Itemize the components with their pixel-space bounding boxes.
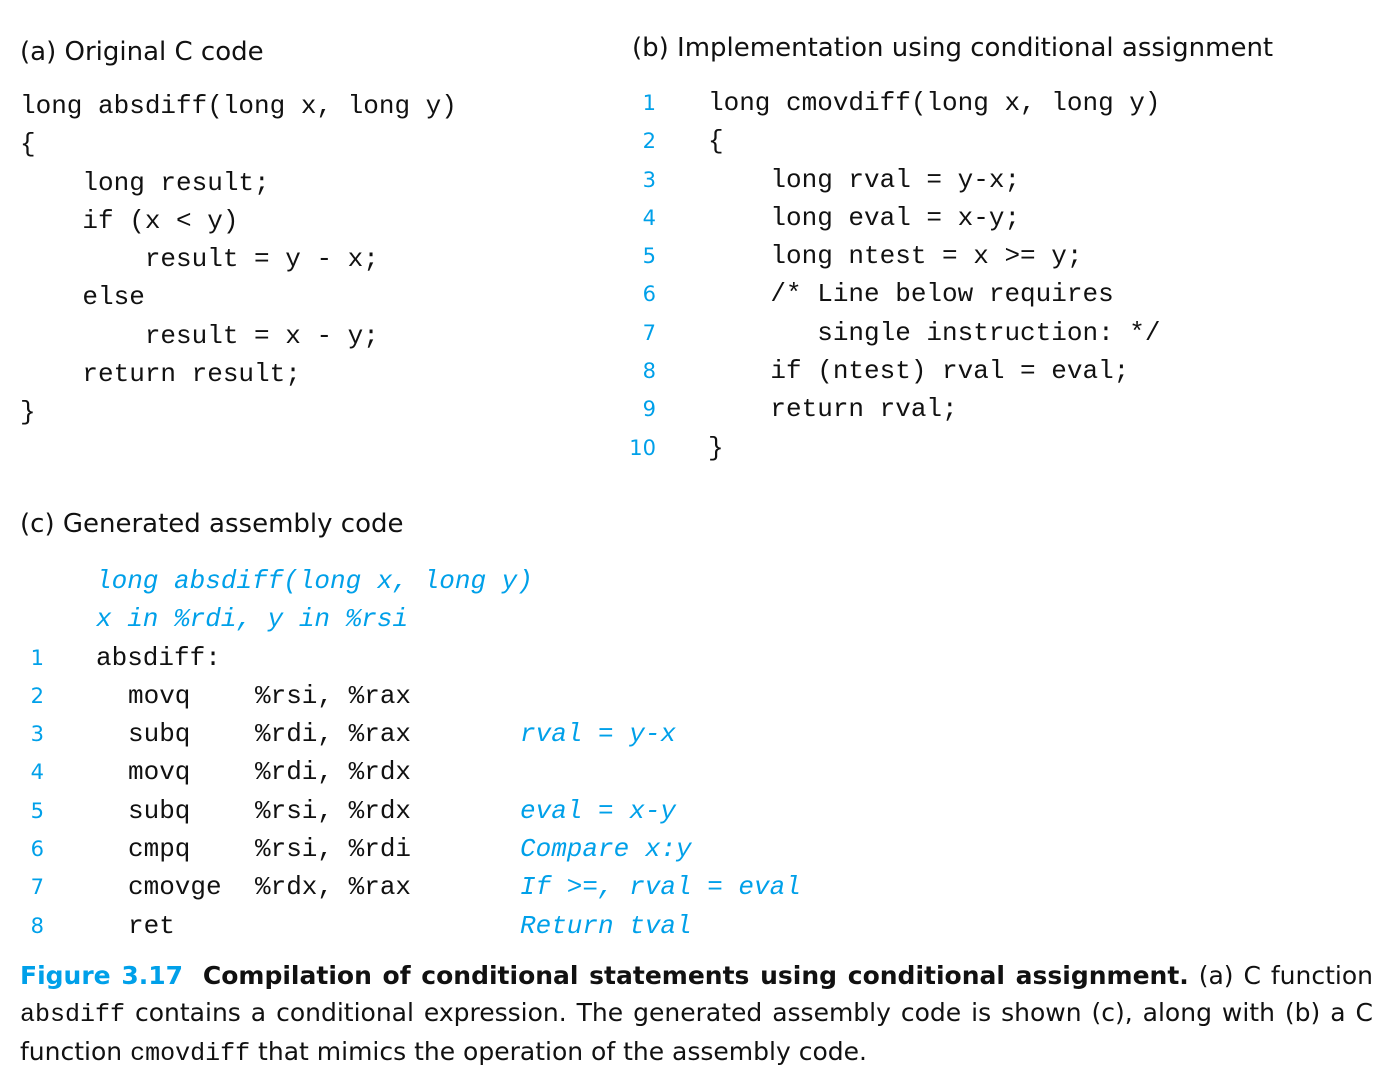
asm-comment: eval = x-y [520, 795, 677, 826]
code-text: single instruction: */ [708, 317, 1161, 348]
indent [96, 753, 128, 791]
figure-caption: Figure 3.17 Compilation of conditional s… [20, 957, 1373, 1072]
code-line: long absdiff(long x, long y) [20, 91, 457, 121]
caption-code: cmovdiff [130, 1039, 251, 1068]
asm-opcode: subq [128, 795, 191, 826]
asm-operands: %rdx, %rax [255, 872, 412, 903]
code-line: 3 long rval = y-x; [620, 161, 1160, 199]
code-line: 4 long eval = x-y; [620, 199, 1160, 237]
line-number: 8 [642, 359, 656, 384]
indent [96, 677, 128, 715]
asm-label: absdiff: [96, 642, 221, 673]
line-number: 6 [642, 282, 656, 307]
line-number: 4 [30, 760, 44, 785]
asm-operands: %rsi, %rax [255, 680, 412, 711]
indent [96, 715, 128, 753]
code-line: result = x - y; [20, 320, 379, 351]
line-number: 3 [30, 722, 44, 747]
asm-comment: Compare x:y [520, 834, 692, 865]
code-line: if (x < y) [20, 205, 239, 236]
code-line: } [20, 397, 36, 428]
asm-opcode: subq [128, 719, 191, 750]
line-number: 7 [30, 875, 44, 900]
code-line: 5 long ntest = x >= y; [620, 237, 1160, 275]
panel-a-code: long absdiff(long x, long y) { long resul… [20, 87, 457, 432]
asm-operands [255, 907, 520, 945]
asm-operands: %rsi, %rdx [255, 795, 412, 826]
figure-number: Figure 3.17 [20, 961, 184, 990]
asm-comment: If >=, rval = eval [520, 872, 801, 903]
indent [96, 830, 128, 868]
code-line: 10} [620, 429, 1160, 467]
caption-text: contains a conditional expression. The g… [20, 998, 1373, 1066]
asm-line: 5 subq %rsi, %rdx eval = x-y [20, 792, 801, 830]
indent [96, 907, 128, 945]
indent [96, 868, 128, 906]
asm-opcode: cmpq [128, 834, 191, 865]
asm-line: 6 cmpq %rsi, %rdi Compare x:y [20, 830, 801, 868]
caption-text: that mimics the operation of the assembl… [250, 1037, 867, 1066]
line-number: 9 [642, 397, 656, 422]
panel-b-heading: (b) Implementation using conditional ass… [632, 33, 1274, 63]
line-number: 3 [642, 167, 656, 192]
line-number: 1 [30, 645, 44, 670]
code-line: { [20, 129, 36, 160]
asm-comment: rval = y-x [520, 719, 677, 750]
asm-line: 2 movq %rsi, %rax [20, 677, 801, 715]
annotation: x in %rdi, y in %rsi [96, 604, 409, 635]
asm-opcode: movq [128, 757, 191, 788]
line-number: 7 [642, 320, 656, 345]
caption-code: absdiff [20, 1000, 126, 1029]
code-text: { [708, 126, 724, 157]
line-number: 1 [642, 91, 656, 115]
panel-c-assembly: long absdiff(long x, long y) x in %rdi, … [20, 562, 801, 945]
code-text: long rval = y-x; [708, 164, 1021, 195]
line-number: 10 [629, 435, 656, 460]
code-line: else [20, 282, 145, 313]
code-text: long cmovdiff(long x, long y) [708, 88, 1161, 118]
line-number: 8 [30, 913, 44, 938]
asm-line: 8 ret Return tval [20, 907, 801, 945]
code-line: 1 long cmovdiff(long x, long y) [620, 84, 1161, 122]
annotation: long absdiff(long x, long y) [96, 566, 533, 596]
asm-operands: %rdi, %rdx [255, 757, 412, 788]
code-line: long result; [20, 167, 270, 198]
indent [96, 792, 128, 830]
asm-line: 3 subq %rdi, %rax rval = y-x [20, 715, 801, 753]
code-line: result = y - x; [20, 244, 379, 275]
line-number: 5 [30, 798, 44, 823]
caption-text: (a) C function [1188, 961, 1373, 990]
line-number: 4 [642, 205, 656, 230]
code-text: /* Line below requires [708, 279, 1114, 310]
line-number: 2 [30, 683, 44, 708]
code-text: } [708, 432, 724, 463]
asm-opcode: ret [128, 910, 175, 941]
code-text: long eval = x-y; [708, 202, 1021, 233]
code-line: return result; [20, 359, 301, 390]
code-line: 8 if (ntest) rval = eval; [620, 352, 1160, 390]
asm-line: 4 movq %rdi, %rdx [20, 753, 801, 791]
code-line: 7 single instruction: */ [620, 314, 1161, 352]
panel-a-heading: (a) Original C code [20, 37, 264, 67]
panel-c-heading: (c) Generated assembly code [20, 509, 404, 539]
code-line: 2{ [620, 122, 1160, 160]
asm-comment: Return tval [520, 910, 692, 941]
figure-title: Compilation of conditional statements us… [202, 961, 1189, 990]
asm-opcode: cmovge [128, 872, 222, 903]
code-text: long ntest = x >= y; [708, 241, 1083, 272]
asm-line: 7 cmovge %rdx, %rax If >=, rval = eval [20, 868, 801, 906]
code-text: if (ntest) rval = eval; [708, 356, 1130, 387]
asm-operands: %rsi, %rdi [255, 834, 412, 865]
code-text: return rval; [708, 394, 958, 425]
code-line: 9 return rval; [620, 390, 1160, 428]
asm-opcode: movq [128, 680, 191, 711]
code-line: 6 /* Line below requires [620, 275, 1160, 313]
line-number: 5 [642, 244, 656, 269]
line-number: 2 [642, 129, 656, 154]
asm-operands: %rdi, %rax [255, 719, 412, 750]
line-number: 6 [30, 837, 44, 862]
